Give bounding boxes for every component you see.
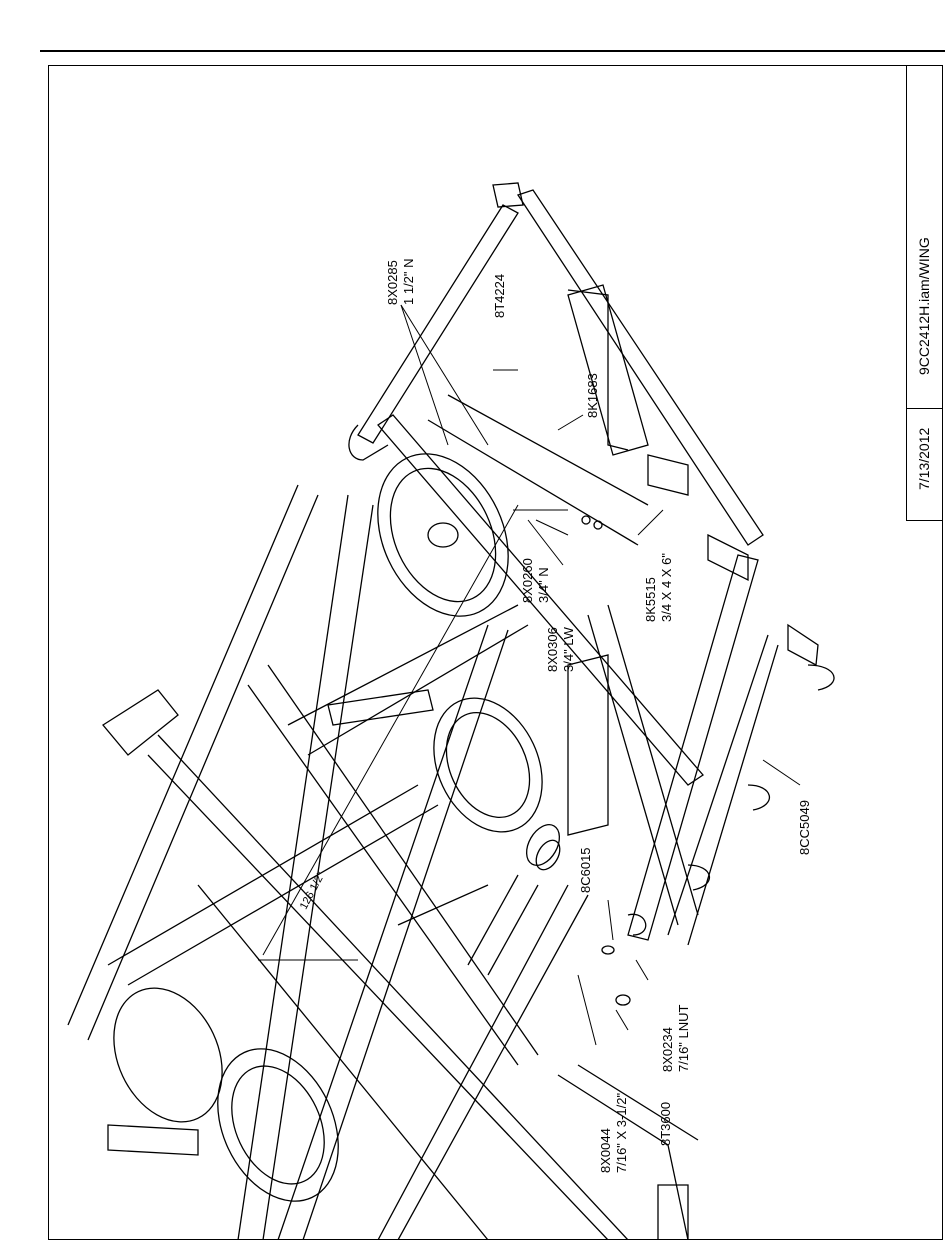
callout-8X0044: 8X0044 7/16" X 3-1/2" — [598, 1093, 630, 1173]
callout-8T4224-part: 8T4224 — [492, 274, 508, 318]
callout-8K5515: 8K5515 3/4 X 4 X 6" — [643, 553, 675, 622]
callout-8X0285-part: 8X0285 — [385, 258, 401, 305]
callout-8C6015: 8C6015 — [578, 847, 594, 893]
callout-8T4224: 8T4224 — [492, 274, 508, 318]
callout-8C6015-part: 8C6015 — [578, 847, 594, 893]
lower-right-frame — [568, 555, 834, 945]
spindle-hub — [468, 819, 566, 975]
title-strip-border — [906, 65, 907, 521]
header-rule — [40, 50, 945, 52]
callout-8X0260: 8X0260 3/4" N — [520, 558, 552, 603]
callout-8X0285: 8X0285 1 1/2" N — [385, 258, 417, 305]
drawing-date: 7/13/2012 — [916, 428, 932, 490]
upper-wheels — [353, 433, 563, 850]
title-strip-separator — [906, 408, 943, 409]
callout-8X0044-part: 8X0044 — [598, 1093, 614, 1173]
callout-8X0260-part: 8X0260 — [520, 558, 536, 603]
callout-8T3600-part: 8T3600 — [658, 1102, 674, 1146]
callout-8X0306-desc: 3/4" LW — [561, 627, 577, 672]
callout-8X0234-desc: 7/16" LNUT — [676, 1005, 692, 1072]
title-strip-bottom — [906, 520, 943, 521]
callout-8CC5049: 8CC5049 — [797, 800, 813, 855]
callout-8X0306-part: 8X0306 — [545, 627, 561, 672]
callout-8K5515-part: 8K5515 — [643, 553, 659, 622]
callout-8CC5049-part: 8CC5049 — [797, 800, 813, 855]
drawing-file-name: 9CC2412H.iam/WING — [916, 237, 932, 375]
callout-8K1683-part: 8K1683 — [585, 373, 601, 418]
callout-8X0260-desc: 3/4" N — [536, 558, 552, 603]
hardware-parts — [582, 516, 630, 1005]
callout-8K5515-desc: 3/4 X 4 X 6" — [659, 553, 675, 622]
callout-8X0285-desc: 1 1/2" N — [401, 258, 417, 305]
callout-8X0234-part: 8X0234 — [660, 1005, 676, 1072]
callout-8X0234: 8X0234 7/16" LNUT — [660, 1005, 692, 1072]
lower-wheels — [93, 970, 362, 1220]
callout-8X0306: 8X0306 3/4" LW — [545, 627, 577, 672]
callout-8X0044-desc: 7/16" X 3-1/2" — [614, 1093, 630, 1173]
wing-assembly-drawing — [48, 65, 906, 1240]
hydraulic-cylinders — [108, 690, 488, 1155]
callout-8T3600: 8T3600 — [658, 1102, 674, 1146]
callout-8K1683: 8K1683 — [585, 373, 601, 418]
